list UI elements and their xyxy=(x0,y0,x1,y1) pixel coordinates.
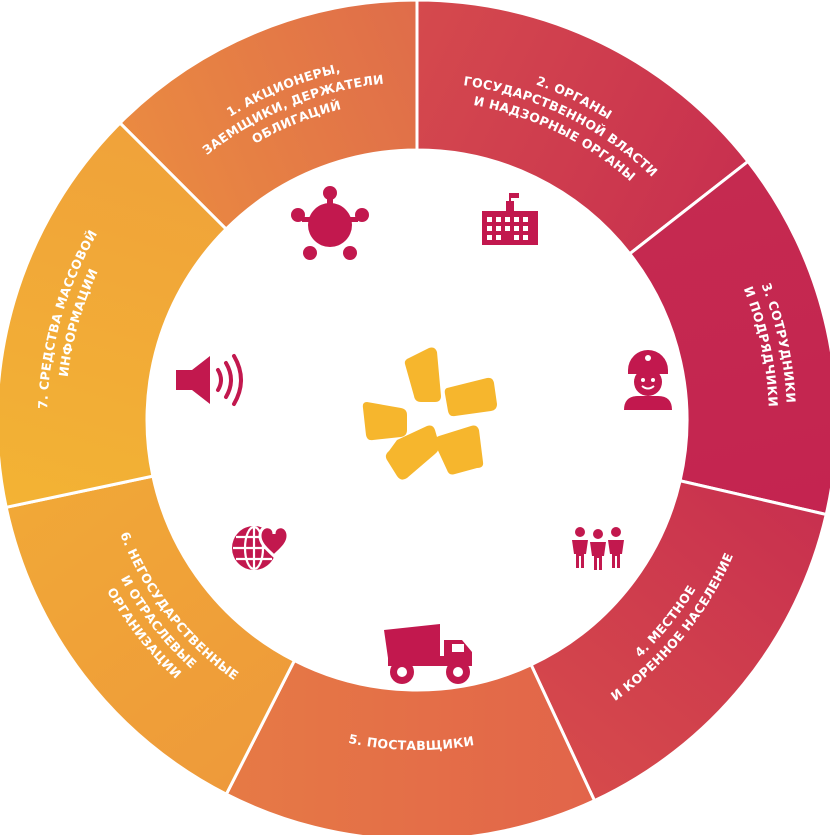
segment-icons xyxy=(176,186,672,684)
loudspeaker-icon xyxy=(176,354,243,406)
government-building-icon xyxy=(482,193,538,245)
round-table-icon xyxy=(291,186,369,260)
miner-worker-icon xyxy=(624,350,672,410)
globe-heart-icon xyxy=(232,525,290,571)
dump-truck-icon xyxy=(384,624,472,684)
people-group-icon xyxy=(572,527,624,570)
star-logo-icon xyxy=(362,347,497,480)
inner-disk xyxy=(147,150,687,690)
